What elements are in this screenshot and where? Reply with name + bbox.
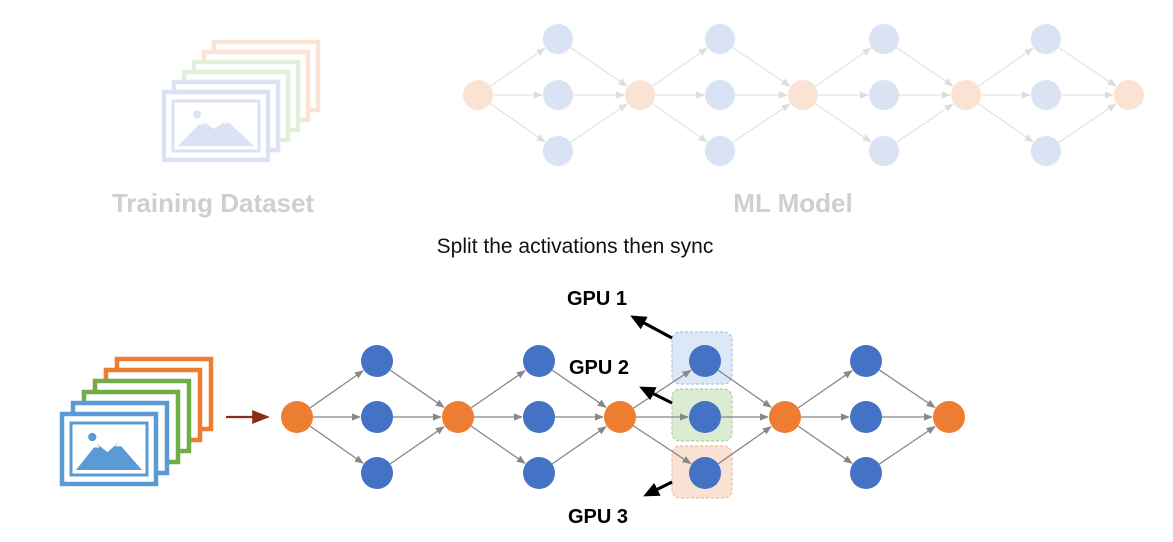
main-edge: [470, 370, 526, 409]
snow-cap: [222, 120, 230, 124]
sun-icon: [193, 110, 202, 119]
faded-edge: [651, 47, 708, 87]
faded-edge: [570, 103, 628, 144]
faded-edge: [977, 47, 1034, 87]
main-edge: [470, 425, 526, 464]
main-edge: [551, 369, 607, 408]
faded-hub-node: [788, 80, 818, 110]
main-edge: [633, 369, 692, 409]
main-edge: [797, 425, 853, 464]
ml-model-label: ML Model: [733, 188, 852, 218]
snow-cap: [198, 121, 206, 125]
mountain-icon: [178, 120, 254, 146]
main-hub-node: [281, 401, 313, 433]
training-dataset-label: Training Dataset: [112, 188, 315, 218]
photo-inner: [69, 421, 149, 477]
main-edge: [389, 369, 445, 408]
faded-hidden-node: [705, 80, 735, 110]
snow-cap: [115, 442, 122, 447]
gpu-1-label: GPU 1: [567, 288, 627, 310]
faded-hidden-node: [1031, 80, 1061, 110]
faded-edge: [977, 103, 1034, 143]
faded-hub-node: [463, 80, 493, 110]
gpu-3-arrow-icon: [643, 480, 673, 497]
faded-hub-node: [625, 80, 655, 110]
faded-edge: [814, 102, 872, 143]
mountain-icon: [76, 442, 142, 470]
faded-edge: [814, 47, 872, 88]
faded-hidden-node: [869, 24, 899, 54]
faded-edge: [896, 46, 954, 87]
gpu-1-arrow-icon: [630, 315, 673, 340]
main-edge: [309, 370, 364, 409]
faded-hub-node: [1114, 80, 1144, 110]
main-edge: [878, 425, 936, 465]
main-hidden-node: [850, 457, 882, 489]
main-edge: [717, 426, 772, 465]
main-hub-node: [604, 401, 636, 433]
split-caption: Split the activations then sync: [437, 235, 714, 258]
main-hidden-node: [523, 401, 555, 433]
ml-model-network: [281, 345, 965, 489]
main-hidden-node: [523, 457, 555, 489]
snow-cap: [93, 443, 100, 448]
dataset-stack-icon: [59, 356, 214, 487]
gpu-3-label: GPU 3: [568, 506, 628, 528]
main-edge: [551, 426, 607, 465]
main-edge: [717, 369, 772, 408]
faded-hidden-node: [543, 24, 573, 54]
faded-hidden-node: [543, 136, 573, 166]
main-hub-node: [933, 401, 965, 433]
main-edge: [633, 425, 692, 465]
main-hidden-node: [850, 401, 882, 433]
main-edge: [389, 426, 445, 465]
main-hidden-node: [523, 345, 555, 377]
sun-icon: [88, 432, 97, 442]
faded-edge: [651, 103, 708, 143]
main-hidden-node: [850, 345, 882, 377]
main-hidden-node: [689, 345, 721, 377]
photo-frame: [161, 89, 271, 163]
faded-edge: [1058, 46, 1117, 87]
faded-edge: [896, 103, 954, 144]
faded-edge: [1058, 103, 1117, 144]
main-edge: [797, 370, 853, 409]
gpu-pointers: [630, 315, 673, 497]
gpu-2-label: GPU 2: [569, 357, 629, 379]
faded-ml-model-network: [463, 24, 1144, 166]
faded-edge: [489, 103, 546, 143]
faded-hidden-node: [869, 136, 899, 166]
faded-edge: [570, 46, 628, 87]
main-edge: [309, 425, 364, 464]
faded-hidden-node: [1031, 24, 1061, 54]
main-hidden-node: [361, 345, 393, 377]
faded-hidden-node: [869, 80, 899, 110]
photo-inner: [171, 99, 261, 153]
faded-edge: [732, 46, 791, 87]
main-hidden-node: [689, 401, 721, 433]
main-hidden-node: [361, 401, 393, 433]
main-edge: [878, 369, 936, 409]
faded-hub-node: [951, 80, 981, 110]
main-hub-node: [769, 401, 801, 433]
faded-dataset-stack-icon: [161, 39, 321, 163]
faded-hidden-node: [543, 80, 573, 110]
faded-hidden-node: [1031, 136, 1061, 166]
main-hidden-node: [361, 457, 393, 489]
gpu-2-arrow-icon: [639, 386, 673, 405]
faded-edge: [732, 103, 791, 144]
photo-frame: [59, 411, 159, 487]
main-hidden-node: [689, 457, 721, 489]
faded-hidden-node: [705, 136, 735, 166]
faded-hidden-node: [705, 24, 735, 54]
faded-edge: [489, 47, 546, 87]
main-hub-node: [442, 401, 474, 433]
